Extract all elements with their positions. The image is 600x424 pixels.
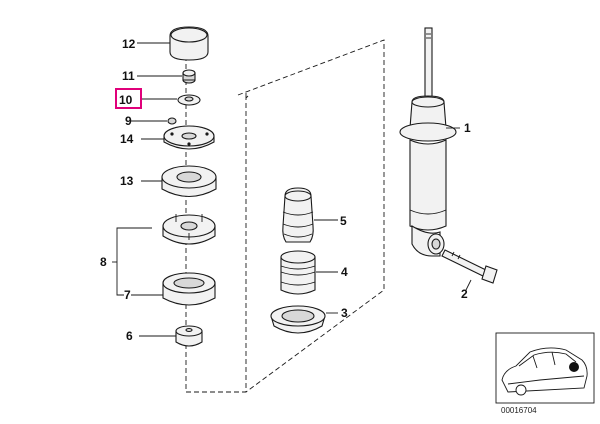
callout-13[interactable]: 13 xyxy=(120,174,134,188)
callout-2[interactable]: 2 xyxy=(461,287,468,301)
part-12-cap[interactable] xyxy=(169,26,209,61)
part-14-mounting-plate[interactable] xyxy=(163,125,215,150)
callout-10-highlight-box xyxy=(115,88,142,109)
part-6-cup[interactable] xyxy=(175,325,203,347)
callout-3[interactable]: 3 xyxy=(341,306,348,320)
callout-10[interactable]: 10 xyxy=(119,93,133,107)
callout-1[interactable]: 1 xyxy=(464,121,471,135)
callout-12[interactable]: 12 xyxy=(122,37,136,51)
part-3-spring-seat[interactable] xyxy=(270,305,326,334)
part-5-bump-stop[interactable] xyxy=(282,187,314,243)
callout-5[interactable]: 5 xyxy=(340,214,347,228)
part-1-shock-absorber[interactable] xyxy=(399,27,457,257)
part-7-spacer-ring[interactable] xyxy=(162,272,216,306)
callout-9[interactable]: 9 xyxy=(125,114,132,128)
callout-7[interactable]: 7 xyxy=(124,288,131,302)
callout-8[interactable]: 8 xyxy=(100,255,107,269)
diagram-id: 00016704 xyxy=(501,406,537,415)
callout-4[interactable]: 4 xyxy=(341,265,348,279)
part-9-small-nut[interactable] xyxy=(167,117,177,125)
callout-8-bracket xyxy=(116,227,152,296)
part-4-dust-boot[interactable] xyxy=(280,250,316,295)
assembly-box-right xyxy=(237,39,385,393)
part-2-bolt[interactable] xyxy=(441,249,498,284)
part-11-nut[interactable] xyxy=(182,69,196,84)
car-locator-icon xyxy=(501,347,588,396)
part-10-washer[interactable] xyxy=(177,94,201,106)
callout-14[interactable]: 14 xyxy=(120,132,134,146)
callout-11[interactable]: 11 xyxy=(122,69,135,83)
vehicle-thumbnail xyxy=(495,332,595,404)
callout-6[interactable]: 6 xyxy=(126,329,133,343)
part-13-rubber-ring[interactable] xyxy=(161,165,217,198)
part-8-support-bearing[interactable] xyxy=(162,214,216,245)
